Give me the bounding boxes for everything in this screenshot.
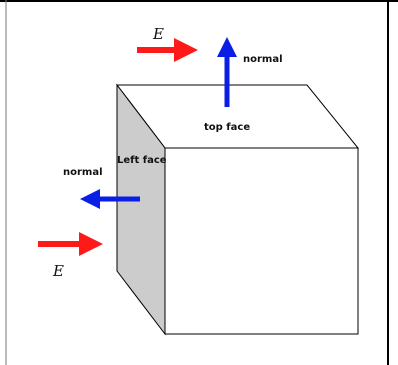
field-symbol-left: E (52, 262, 64, 280)
normal-label-left: normal (63, 167, 103, 178)
normal-label-top: normal (243, 54, 283, 65)
left-face-label: Left face (117, 155, 167, 166)
field-symbol-top: E (152, 25, 164, 43)
top-face-label: top face (204, 122, 250, 133)
cube-front-face (164, 147, 359, 335)
